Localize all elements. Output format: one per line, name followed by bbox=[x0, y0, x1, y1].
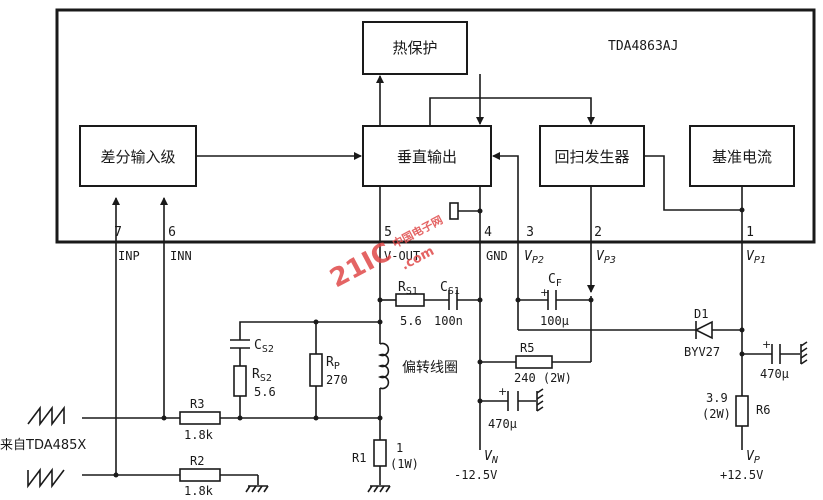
rs2-name: RS2 bbox=[252, 367, 272, 384]
r6-value-a: 3.9 bbox=[706, 391, 728, 405]
rs1-name: RS1 bbox=[398, 280, 418, 297]
pin-label-vp3: VP3 bbox=[596, 249, 616, 266]
r3-value: 1.8k bbox=[184, 428, 214, 442]
block-flyback-generator: 回扫发生器 bbox=[539, 125, 645, 187]
vp-value: +12.5V bbox=[720, 468, 763, 482]
pin-labels: INP INN V-OUT GND VP2 VP3 VP1 bbox=[118, 249, 766, 266]
cvn-value: 470μ bbox=[488, 417, 517, 431]
external-wiring bbox=[82, 242, 800, 485]
pin-1: 1 bbox=[746, 225, 754, 240]
component-labels: RS1 5.6 CS1 100n CF 100μ CS2 RS2 5.6 RP … bbox=[184, 272, 789, 498]
pin-label-vp1: VP1 bbox=[746, 249, 766, 266]
cs2-name: CS2 bbox=[254, 338, 274, 355]
capacitor-cf: + bbox=[540, 286, 557, 310]
block-reference-current: 基准电流 bbox=[689, 125, 795, 187]
pin-label-inp: INP bbox=[118, 249, 140, 263]
cs1-name: CS1 bbox=[440, 280, 460, 297]
vn-symbol: VN bbox=[484, 449, 499, 466]
source-label: 来自TDA485X bbox=[0, 438, 86, 453]
block-vertical-output-label: 垂直输出 bbox=[397, 148, 457, 166]
r5-value: 240 (2W) bbox=[514, 371, 572, 385]
pin-label-inn: INN bbox=[170, 249, 192, 263]
resistor-r1 bbox=[373, 439, 387, 467]
pin-label-vout: V-OUT bbox=[384, 249, 420, 263]
rs2-value: 5.6 bbox=[254, 385, 276, 399]
block-thermal-protection: 热保护 bbox=[362, 21, 468, 75]
block-diff-input-label: 差分输入级 bbox=[100, 148, 175, 166]
block-flyback-label: 回扫发生器 bbox=[554, 148, 629, 166]
diode-d1 bbox=[694, 320, 713, 340]
ground-r2 bbox=[245, 485, 269, 493]
block-vertical-output: 垂直输出 bbox=[362, 125, 492, 187]
r1-value-a: 1 bbox=[396, 441, 403, 455]
ic-name: TDA4863AJ bbox=[608, 39, 678, 54]
r5-name: R5 bbox=[520, 341, 534, 355]
rp-name: RP bbox=[326, 355, 340, 372]
pin-label-vp2: VP2 bbox=[524, 249, 544, 266]
rs1-value: 5.6 bbox=[400, 314, 422, 328]
resistor-r5 bbox=[515, 355, 553, 369]
pin-numbers: 7 6 5 4 3 2 1 bbox=[114, 225, 754, 240]
resistor-r3 bbox=[179, 411, 221, 425]
pin-3: 3 bbox=[526, 225, 534, 240]
deflection-coil bbox=[377, 342, 390, 390]
resistor-rs2 bbox=[233, 365, 247, 397]
pin-label-gnd: GND bbox=[486, 249, 508, 263]
cf-value: 100μ bbox=[540, 314, 569, 328]
ground-cvp bbox=[800, 341, 808, 365]
vp-symbol: VP bbox=[746, 449, 760, 466]
block-reference-label: 基准电流 bbox=[712, 148, 772, 166]
d1-part: BYV27 bbox=[684, 345, 720, 359]
block-diff-input: 差分输入级 bbox=[79, 125, 197, 187]
pin-7: 7 bbox=[114, 225, 122, 240]
vn-value: -12.5V bbox=[454, 468, 497, 482]
resistor-rp bbox=[309, 353, 323, 387]
cvp-value: 470μ bbox=[760, 367, 789, 381]
cs1-value: 100n bbox=[434, 314, 463, 328]
watermark-cn: 中国电子网 bbox=[390, 212, 445, 250]
d1-name: D1 bbox=[694, 307, 708, 321]
r6-value-b: (2W) bbox=[702, 407, 731, 421]
capacitor-vn: + bbox=[498, 385, 519, 411]
supply-labels: VN -12.5V VP +12.5V bbox=[454, 449, 763, 482]
capacitor-cs2 bbox=[230, 339, 250, 349]
ic-outline bbox=[55, 8, 816, 244]
pin-5: 5 bbox=[384, 225, 392, 240]
ground-r1 bbox=[367, 485, 391, 493]
cf-name: CF bbox=[548, 272, 562, 289]
resistor-rs1 bbox=[395, 293, 425, 307]
sawtooth-signal-icons bbox=[27, 405, 65, 489]
ground-symbols bbox=[245, 341, 808, 493]
svg-text:+: + bbox=[498, 385, 507, 398]
internal-connections bbox=[112, 74, 745, 242]
rp-value: 270 bbox=[326, 373, 348, 387]
r1-value-b: (1W) bbox=[390, 457, 419, 471]
r3-name: R3 bbox=[190, 397, 204, 411]
resistor-r6 bbox=[735, 395, 749, 427]
svg-text:+: + bbox=[762, 338, 771, 351]
ground-cvn bbox=[536, 388, 544, 412]
coil-label: 偏转线圈 bbox=[402, 360, 458, 376]
r2-value: 1.8k bbox=[184, 484, 214, 498]
internal-component bbox=[449, 202, 459, 220]
block-thermal-label: 热保护 bbox=[392, 39, 437, 57]
svg-text:+: + bbox=[540, 286, 549, 299]
r2-name: R2 bbox=[190, 454, 204, 468]
pin-6: 6 bbox=[168, 225, 176, 240]
watermark-brand: 21IC bbox=[325, 237, 396, 294]
pin-4: 4 bbox=[484, 225, 492, 240]
r1-name: R1 bbox=[352, 451, 366, 465]
resistor-r2 bbox=[179, 468, 221, 482]
pin-2: 2 bbox=[594, 225, 602, 240]
r6-name: R6 bbox=[756, 403, 770, 417]
capacitor-cs1 bbox=[448, 290, 458, 310]
capacitor-vp: + bbox=[762, 338, 781, 364]
